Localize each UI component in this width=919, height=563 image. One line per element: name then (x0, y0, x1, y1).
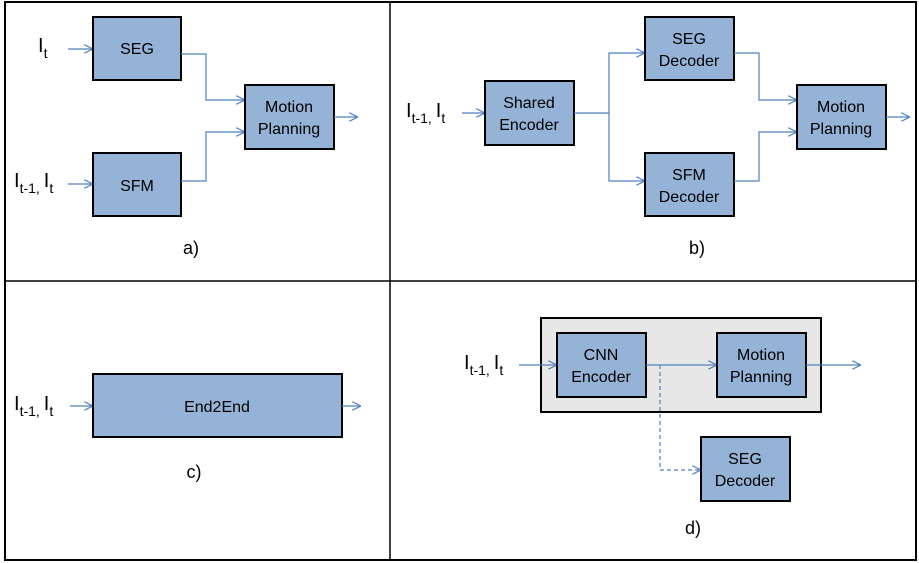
seg-decoder-box-d (700, 436, 791, 502)
motion-b-line1: Motion (817, 99, 865, 116)
motion-b-line2: Planning (810, 121, 872, 138)
sfm-box (92, 152, 182, 217)
panel-b-input: It-1,It (406, 100, 445, 126)
motion-planning-box-d (716, 332, 807, 398)
seg-decoder-line1: SEG (672, 31, 706, 48)
seg-decoder-box (644, 16, 735, 81)
panel-b: It-1,It Shared Encoder SEG Decoder SFM D… (406, 16, 909, 258)
arrow-sfm-decoder-to-motion (734, 132, 796, 182)
seg-decoder-line2: Decoder (659, 53, 720, 70)
cnn-line1: CNN (584, 347, 619, 364)
end2end-box (92, 373, 343, 438)
motion-d-line1: Motion (737, 347, 785, 364)
seg-decoder-d-line1: SEG (728, 451, 762, 468)
shared-label-line1: Shared (503, 95, 555, 112)
sfm-label: SFM (120, 178, 154, 195)
panel-d-caption: d) (685, 518, 701, 538)
motion-planning-box (244, 84, 335, 150)
motion-planning-box-b (796, 84, 887, 150)
panel-a-caption: a) (183, 238, 199, 258)
sfm-decoder-line1: SFM (672, 167, 706, 184)
panel-b-caption: b) (689, 238, 705, 258)
panel-a-input-bottom: It-1,It (14, 170, 53, 196)
dashed-arrow-to-seg-decoder (659, 365, 700, 470)
panel-a: It It-1,It SEG SFM Motion Planning a) (14, 16, 357, 258)
panel-a-input-top: It (38, 35, 48, 61)
arrow-shared-to-seg-decoder (608, 53, 644, 113)
seg-decoder-d-line2: Decoder (715, 473, 776, 490)
cnn-line2: Encoder (571, 369, 631, 386)
shared-label-line2: Encoder (499, 117, 559, 134)
shared-encoder-box (484, 80, 575, 146)
sfm-decoder-box (644, 152, 735, 217)
arrow-seg-to-motion (181, 53, 244, 100)
seg-label: SEG (120, 41, 154, 58)
motion-label-line1: Motion (265, 99, 313, 116)
panel-c-input: It-1,It (14, 393, 53, 419)
panel-c: It-1,It End2End c) (14, 373, 360, 482)
arrow-shared-to-sfm-decoder (608, 113, 644, 181)
arrow-seg-decoder-to-motion (734, 52, 796, 100)
arrow-sfm-to-motion (181, 132, 244, 182)
panel-d-input: It-1,It (464, 352, 503, 378)
sfm-decoder-line2: Decoder (659, 189, 720, 206)
motion-label-line2: Planning (258, 121, 320, 138)
motion-d-line2: Planning (730, 369, 792, 386)
seg-box (92, 16, 182, 81)
panel-d: It-1,It CNN Encoder Motion Planning SEG … (464, 317, 860, 538)
cnn-encoder-box (556, 332, 647, 398)
end2end-label: End2End (184, 399, 250, 416)
panel-c-caption: c) (187, 462, 202, 482)
